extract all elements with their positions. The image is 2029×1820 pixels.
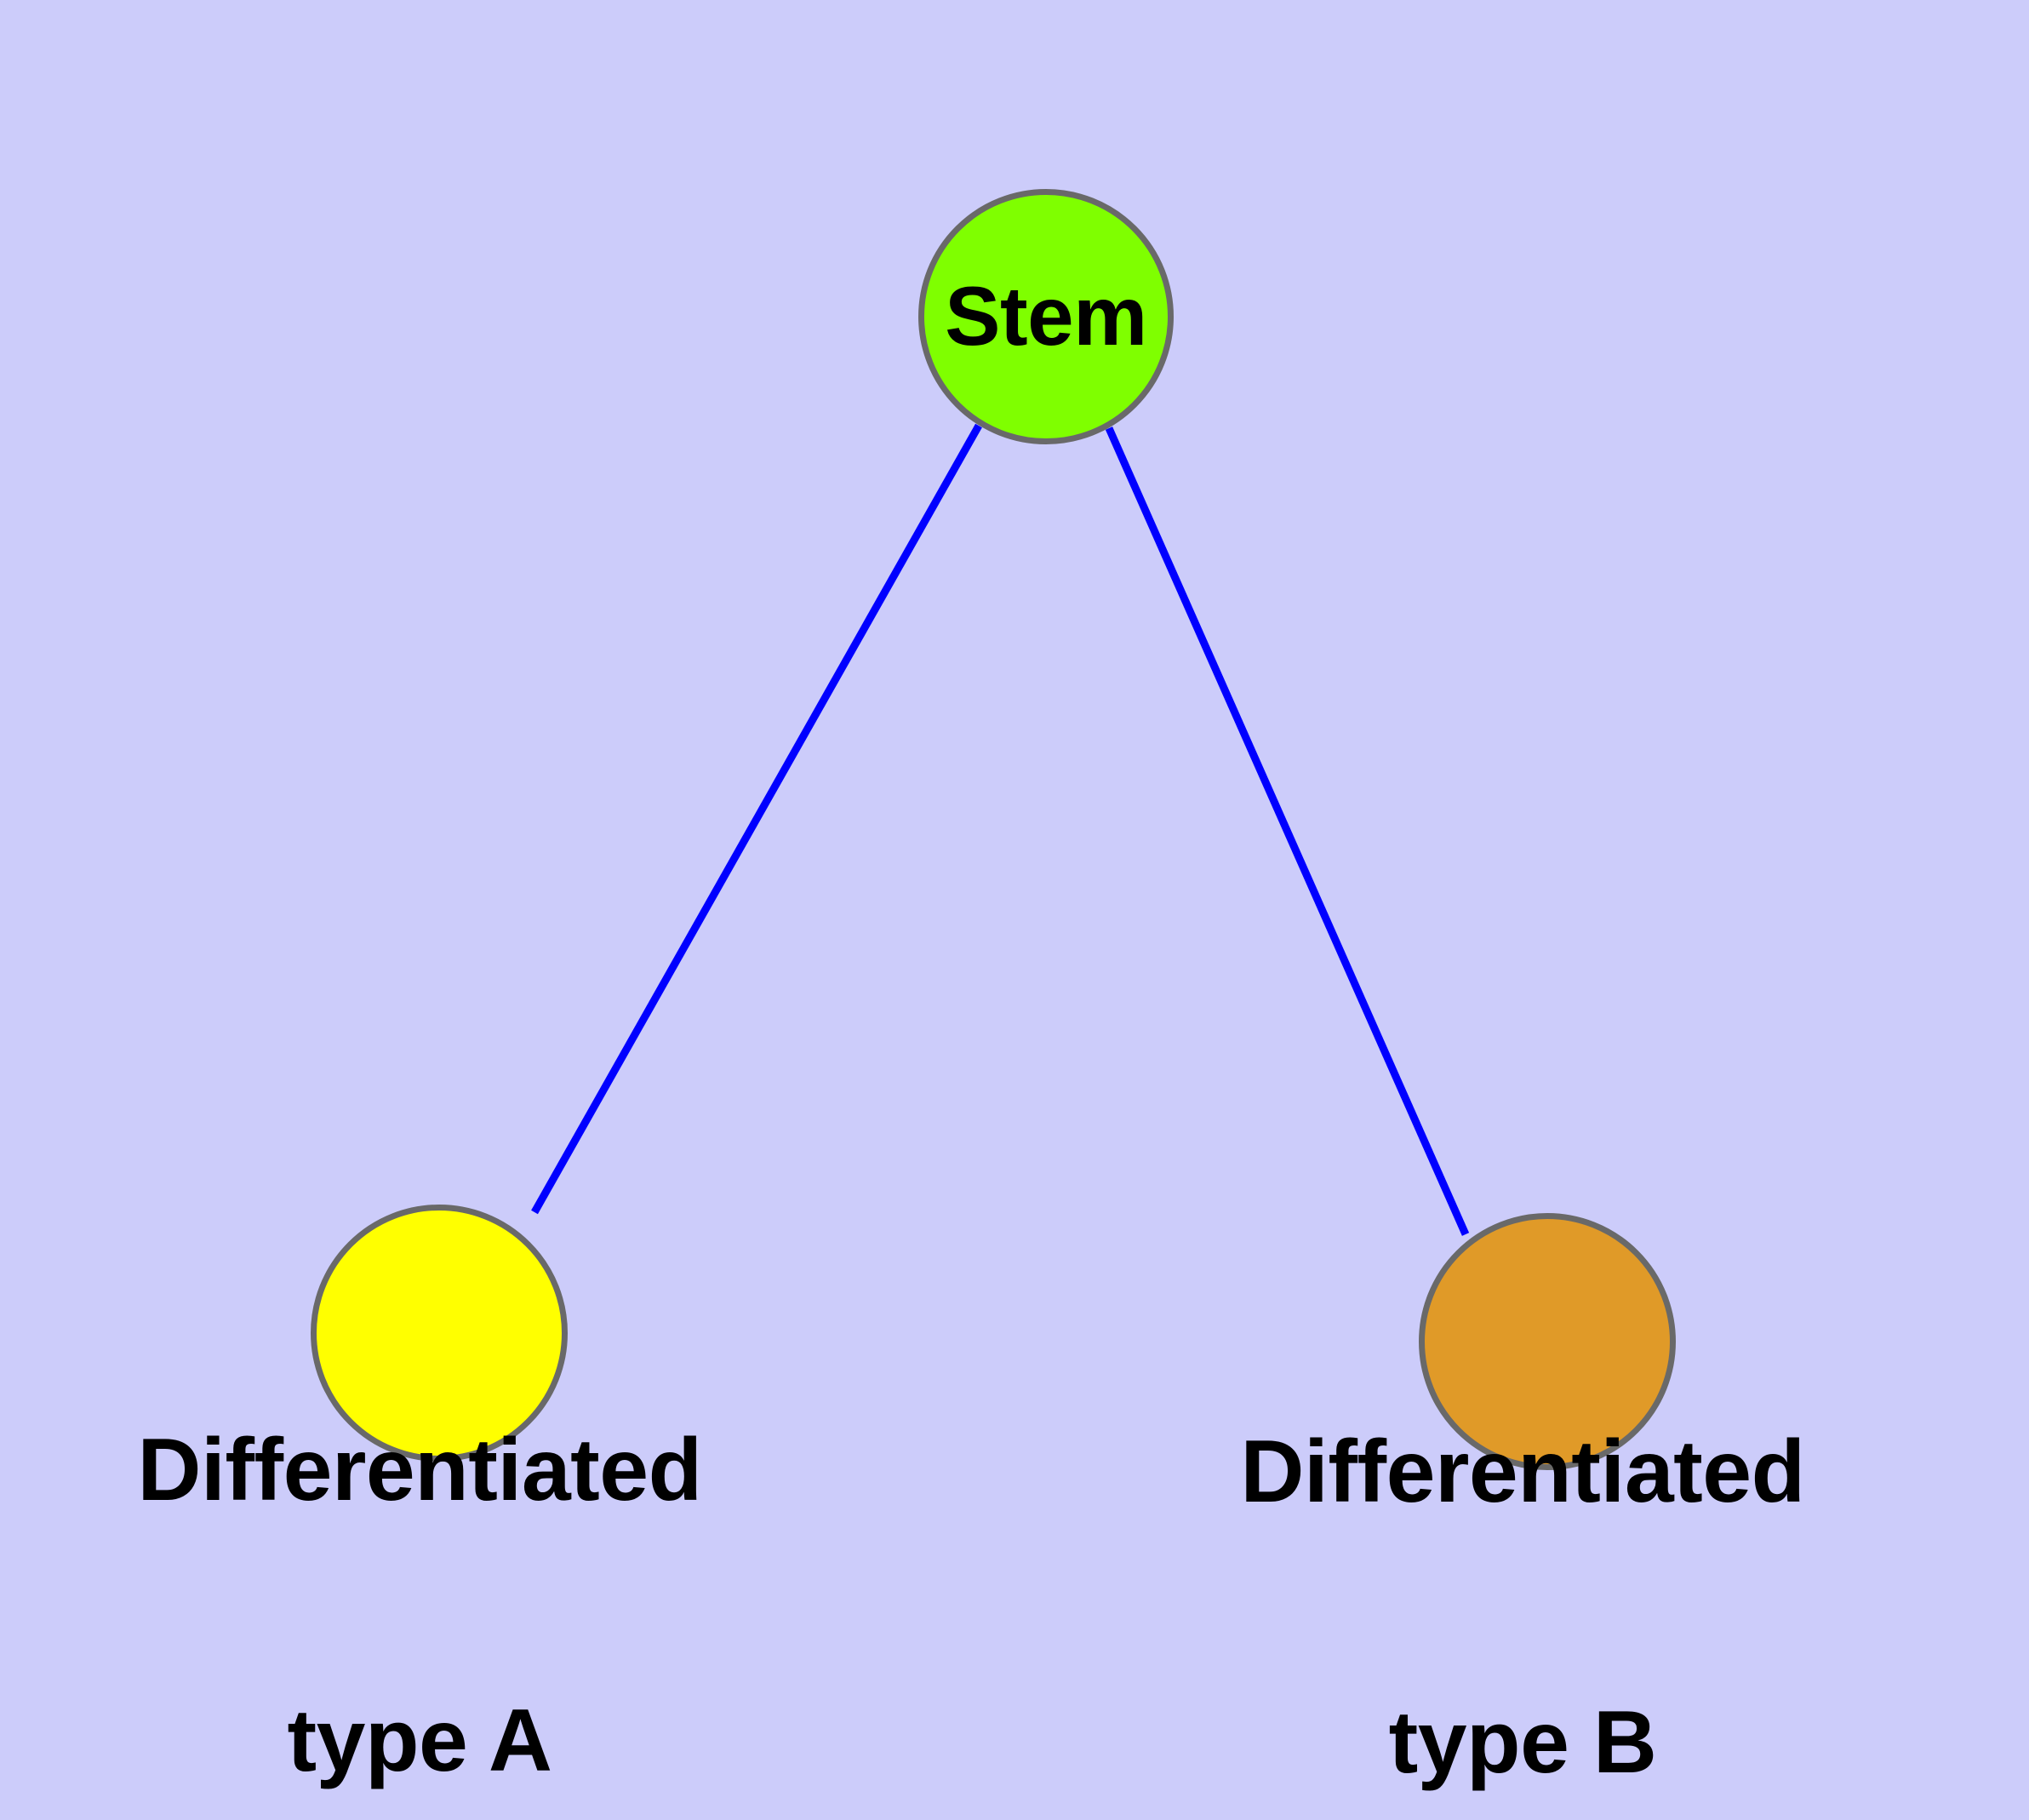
edge-stem-to-diff-a bbox=[531, 423, 982, 1215]
node-layer bbox=[311, 189, 1676, 1470]
node-circle-diff-a[interactable] bbox=[311, 1205, 568, 1462]
edge-stem-to-diff-b bbox=[1105, 426, 1470, 1236]
node-circle-stem[interactable] bbox=[918, 189, 1174, 444]
edge-layer bbox=[531, 423, 1470, 1236]
node-circle-diff-b[interactable] bbox=[1419, 1213, 1676, 1470]
